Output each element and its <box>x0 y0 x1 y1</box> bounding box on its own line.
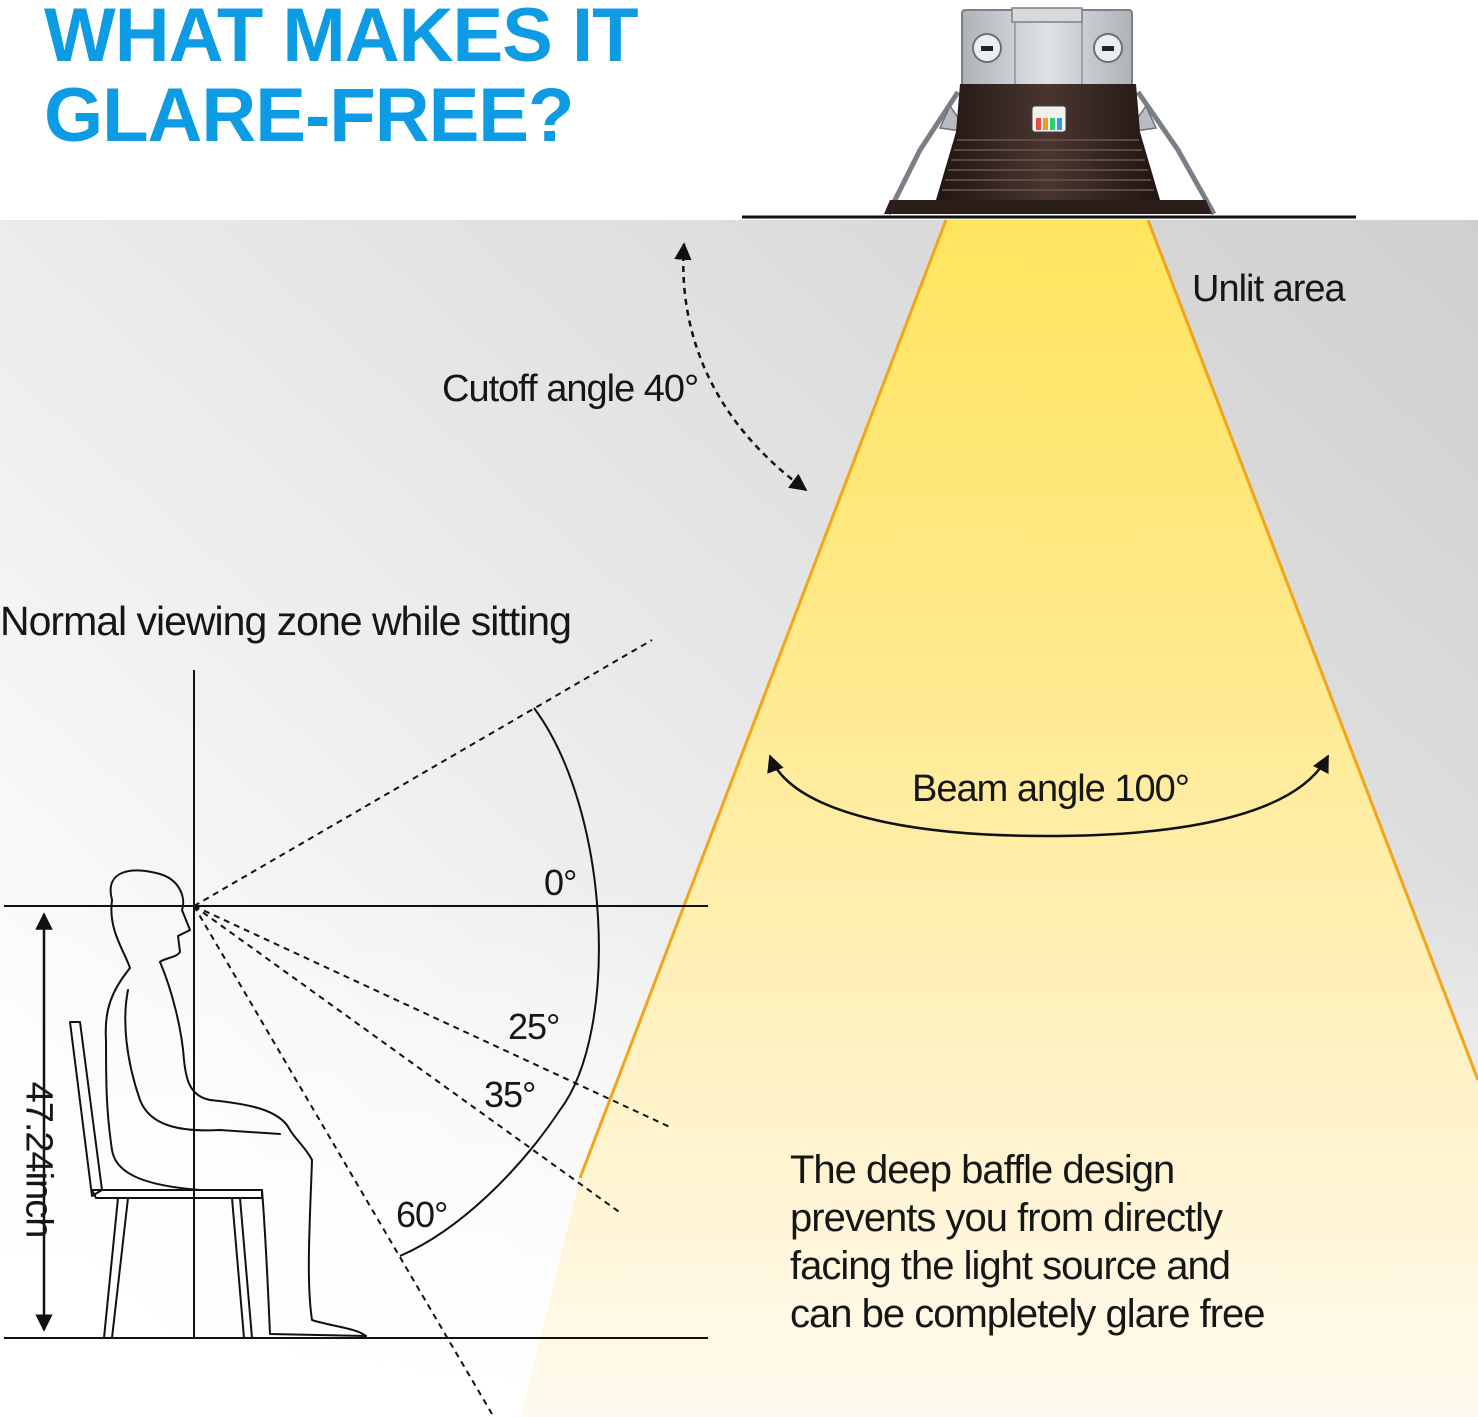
description-line: The deep baffle design <box>790 1148 1175 1192</box>
beam-angle-label: Beam angle 100° <box>912 768 1190 810</box>
angle-label-0: 0° <box>544 862 577 903</box>
description-text: The deep baffle design prevents you from… <box>790 1146 1265 1338</box>
height-label: 47.24inch <box>17 1081 60 1238</box>
beam-edge-right <box>1146 219 1478 1081</box>
viewing-arc <box>399 707 600 1257</box>
cutoff-angle-label: Cutoff angle 40° <box>442 368 699 410</box>
beam-edge-left <box>578 219 948 1179</box>
description-line: facing the light source and <box>790 1244 1231 1288</box>
beam-angle-arrow <box>767 754 1330 838</box>
recessed-light-fixture <box>884 7 1217 216</box>
angle-label-60: 60° <box>396 1194 448 1235</box>
upper-sightline <box>193 639 653 907</box>
angle-label-35: 35° <box>484 1074 536 1115</box>
light-beam <box>520 220 1478 1417</box>
description-line: prevents you from directly <box>790 1196 1223 1240</box>
description-line: can be completely glare free <box>790 1292 1265 1336</box>
page-title: WHAT MAKES IT GLARE-FREE? <box>44 0 639 158</box>
viewing-geometry <box>4 639 708 1415</box>
unlit-area-label: Unlit area <box>1192 268 1346 310</box>
chair <box>69 1021 263 1339</box>
cutoff-angle-arrow <box>674 242 808 492</box>
seated-person <box>104 869 367 1337</box>
viewing-zone-label: Normal viewing zone while sitting <box>0 598 572 644</box>
angle-label-25: 25° <box>508 1006 560 1047</box>
